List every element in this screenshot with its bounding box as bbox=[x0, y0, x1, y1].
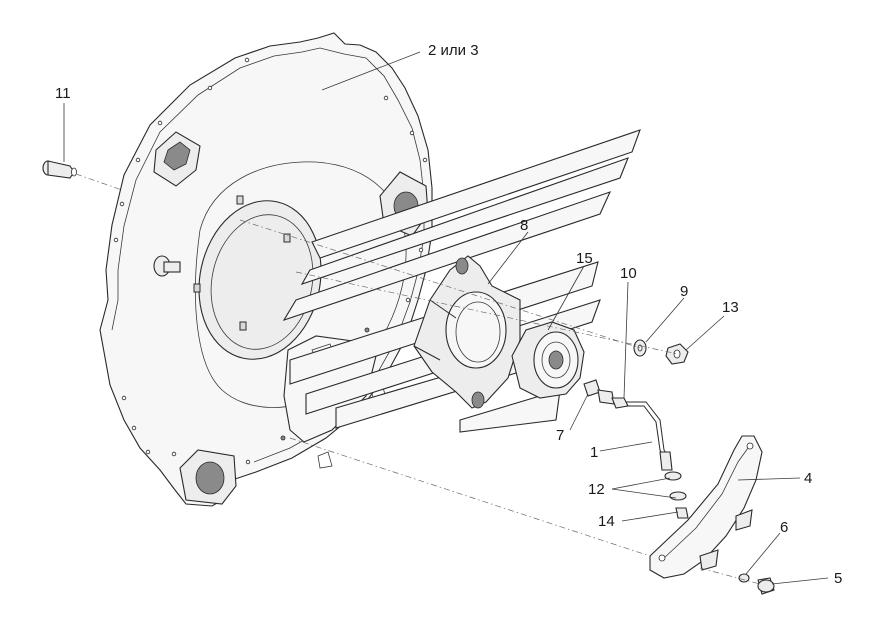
label-housing: 2 или 3 bbox=[428, 42, 479, 59]
washer-screw bbox=[738, 573, 775, 595]
leader-lines bbox=[63, 51, 829, 585]
flywheel-housing bbox=[99, 32, 433, 507]
label-washer-9: 9 bbox=[680, 283, 688, 300]
label-nut-13: 13 bbox=[722, 299, 739, 316]
label-screw-5: 5 bbox=[834, 570, 842, 587]
cover-plate bbox=[649, 435, 763, 579]
label-washer-6: 6 bbox=[780, 519, 788, 536]
release-bearing bbox=[511, 321, 585, 399]
clips-nipple bbox=[664, 471, 689, 519]
release-bracket bbox=[413, 255, 521, 409]
label-plate-4: 4 bbox=[804, 470, 812, 487]
label-bolt-11: 11 bbox=[55, 85, 71, 102]
washer-nut bbox=[633, 339, 689, 365]
part-labels: 2 или 3 11 8 15 10 9 13 7 1 4 12 14 6 5 bbox=[55, 42, 842, 587]
label-bracket-8: 8 bbox=[520, 217, 528, 234]
label-elbow-7: 7 bbox=[556, 427, 564, 444]
label-clips-12: 12 bbox=[588, 481, 605, 498]
label-fitting-10: 10 bbox=[620, 265, 637, 282]
bolt bbox=[42, 160, 77, 179]
label-tube-1: 1 bbox=[590, 444, 598, 461]
label-nipple-14: 14 bbox=[598, 513, 615, 530]
hydraulic-line bbox=[583, 379, 673, 471]
label-bearing-15: 15 bbox=[576, 250, 593, 267]
